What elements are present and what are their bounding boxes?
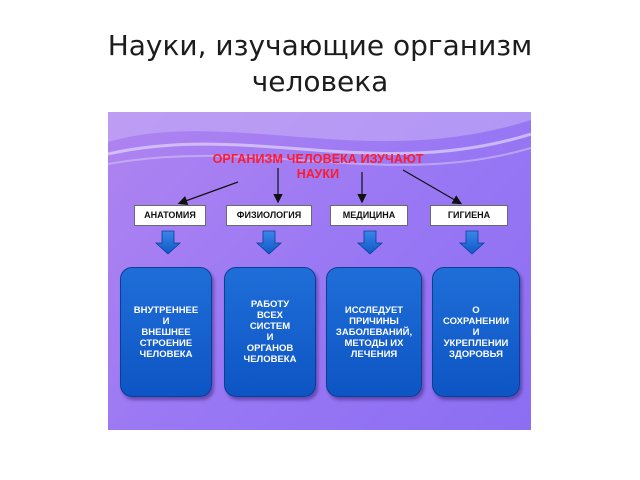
connector-arrow-hygiene — [402, 169, 463, 205]
connector-arrow-anatomy — [177, 181, 239, 206]
science-box-hygiene: ГИГИЕНА — [430, 205, 508, 226]
description-box-anatomy: ВНУТРЕННЕЕ И ВНЕШНЕЕ СТРОЕНИЕ ЧЕЛОВЕКА — [120, 267, 212, 397]
diagram-panel: ОРГАНИЗМ ЧЕЛОВЕКА ИЗУЧАЮТ НАУКИ АНАТОМИЯ… — [108, 112, 531, 430]
block-arrow-anatomy — [154, 230, 182, 255]
description-box-physiology: РАБОТУ ВСЕХ СИСТЕМ И ОРГАНОВ ЧЕЛОВЕКА — [224, 267, 316, 397]
description-box-hygiene: О СОХРАНЕНИИ И УКРЕПЛЕНИИ ЗДОРОВЬЯ — [432, 267, 520, 397]
diagram-header: ОРГАНИЗМ ЧЕЛОВЕКА ИЗУЧАЮТ НАУКИ — [212, 152, 424, 181]
block-arrow-medicine — [356, 230, 384, 255]
science-box-medicine: МЕДИЦИНА — [330, 205, 408, 226]
slide-title: Науки, изучающие организм человека — [107, 29, 533, 98]
description-box-medicine: ИССЛЕДУЕТ ПРИЧИНЫ ЗАБОЛЕВАНИЙ, МЕТОДЫ ИХ… — [326, 267, 422, 397]
science-box-anatomy: АНАТОМИЯ — [134, 205, 206, 226]
block-arrow-physiology — [255, 230, 283, 255]
connectors — [154, 168, 486, 255]
block-arrow-hygiene — [458, 230, 486, 255]
science-box-physiology: ФИЗИОЛОГИЯ — [226, 205, 312, 226]
decorative-wave — [108, 112, 531, 166]
